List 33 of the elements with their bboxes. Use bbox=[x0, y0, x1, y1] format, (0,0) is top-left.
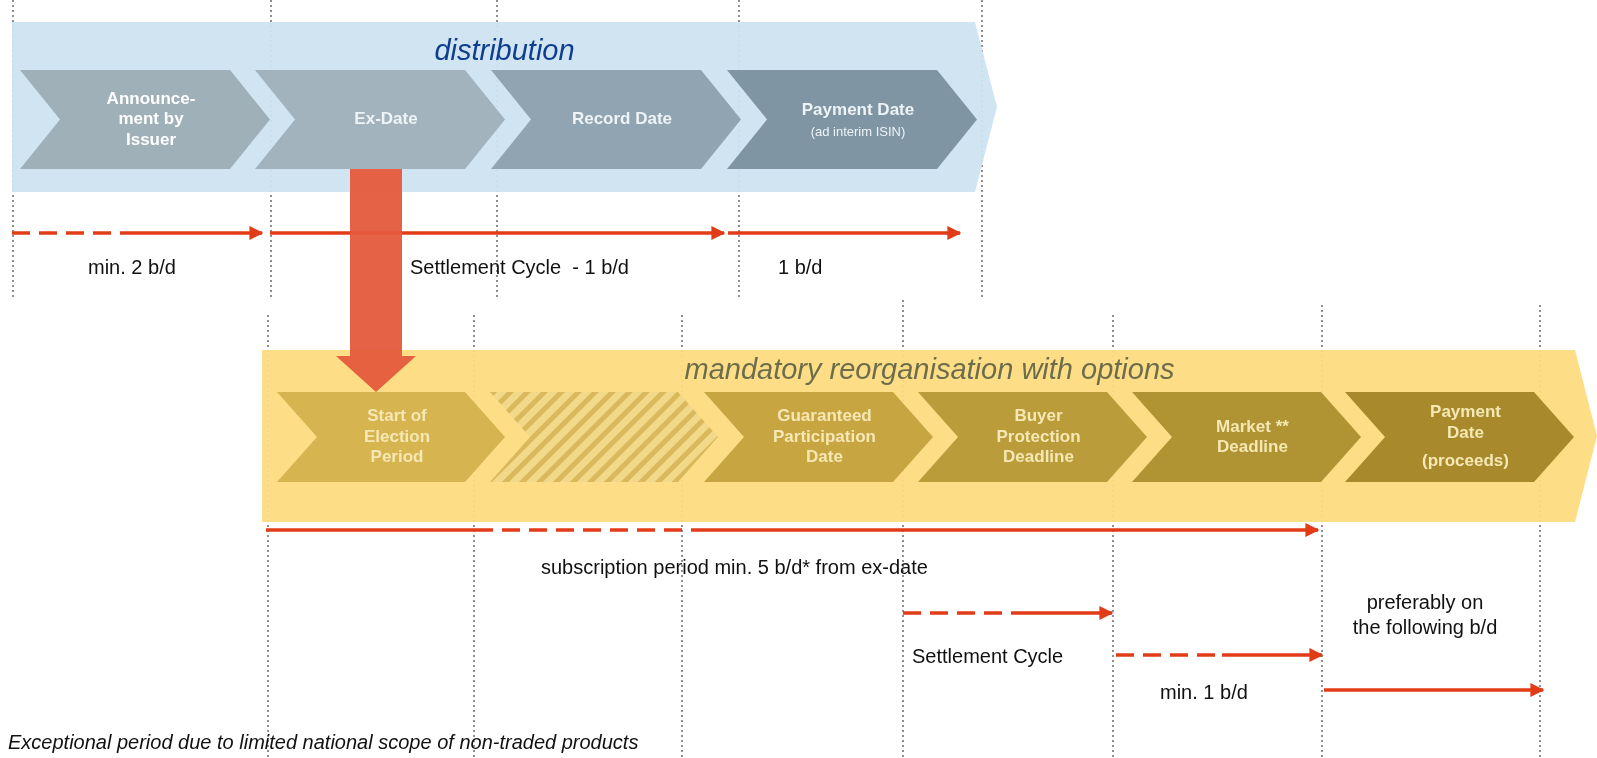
duration-label: min. 1 b/d bbox=[1160, 680, 1248, 705]
chevron-step bbox=[704, 392, 933, 482]
chevron-step bbox=[20, 70, 270, 169]
chevron-step bbox=[1132, 392, 1361, 482]
duration-label: preferably on the following b/d bbox=[1351, 590, 1499, 640]
band-title: mandatory reorganisation with options bbox=[683, 353, 1176, 386]
step-label: Market ** Deadline bbox=[1215, 416, 1290, 458]
chevron-step bbox=[727, 70, 977, 169]
process-band bbox=[262, 350, 1597, 522]
chevron-step bbox=[277, 392, 505, 482]
step-label: Buyer Protection Deadline bbox=[995, 406, 1082, 468]
hatched-chevron bbox=[490, 392, 718, 482]
step-label: Payment Date bbox=[1429, 402, 1502, 444]
duration-label: min. 2 b/d bbox=[88, 255, 176, 280]
duration-label: subscription period min. 5 b/d* from ex-date bbox=[541, 555, 928, 580]
chevron-step bbox=[918, 392, 1147, 482]
step-note: (ad interim ISIN) bbox=[810, 123, 906, 140]
step-label: Record Date bbox=[571, 109, 673, 130]
step-label: Ex-Date bbox=[354, 109, 418, 130]
step-label: Start of Election Period bbox=[362, 406, 432, 468]
process-band bbox=[12, 22, 997, 192]
footnote: Exceptional period due to limited national scope of non-traded products bbox=[8, 730, 639, 755]
chevron-step bbox=[255, 70, 505, 169]
duration-label: Settlement Cycle - 1 b/d bbox=[410, 255, 629, 280]
step-note: (proceeds) bbox=[1422, 451, 1509, 472]
band-title: distribution bbox=[433, 34, 576, 67]
chevron-step bbox=[491, 70, 741, 169]
duration-label: 1 b/d bbox=[778, 255, 823, 280]
arrow bbox=[336, 169, 416, 392]
step-label: Guaranteed Participation Date bbox=[772, 406, 877, 468]
step-label: Payment Date bbox=[801, 99, 915, 120]
chevron-step bbox=[1345, 392, 1574, 482]
step-label: Announce-ment by Issuer bbox=[105, 88, 197, 151]
